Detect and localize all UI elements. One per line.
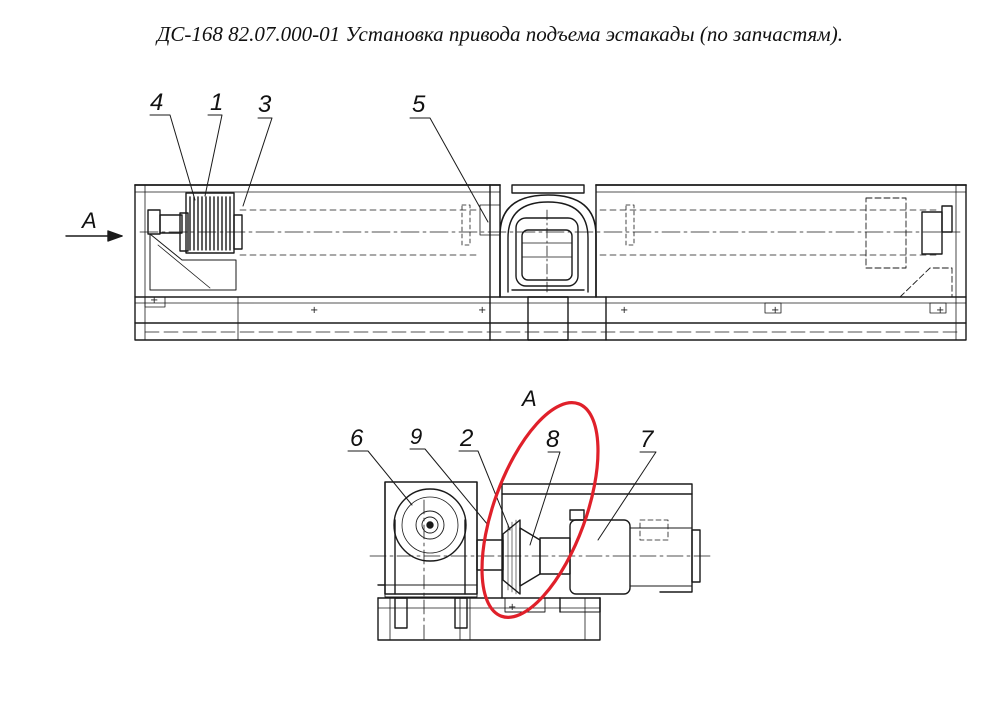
callout-3: 3 <box>258 91 272 118</box>
drawing-title: ДС-168 82.07.000-01 Установка привода по… <box>157 22 843 46</box>
svg-text:+: + <box>310 305 318 316</box>
frame-outline <box>134 184 967 341</box>
coupling-assembly: + <box>476 519 571 613</box>
svg-text:+: + <box>771 305 779 316</box>
view-arrow-label: А <box>80 208 97 233</box>
side-view: + + + + + + <box>65 89 967 341</box>
callout-5: 5 <box>412 91 426 118</box>
gearbox-housing <box>479 184 597 341</box>
callout-4: 4 <box>150 89 163 116</box>
end-bearing <box>865 197 953 298</box>
winch-drum <box>179 192 243 254</box>
winch-housing <box>377 481 478 629</box>
electric-motor <box>501 483 701 613</box>
callout-8: 8 <box>546 426 560 453</box>
svg-text:+: + <box>936 305 944 316</box>
view-a: А <box>347 386 711 641</box>
svg-text:+: + <box>478 305 486 316</box>
svg-text:+: + <box>150 295 158 306</box>
view-a-label: А <box>520 386 537 411</box>
callout-7: 7 <box>640 426 655 453</box>
callout-1: 1 <box>210 89 223 116</box>
svg-text:+: + <box>508 602 516 613</box>
callout-9: 9 <box>410 424 422 449</box>
bearing-support <box>147 209 237 291</box>
highlight-ellipse <box>480 401 600 619</box>
svg-text:+: + <box>620 305 628 316</box>
callout-2: 2 <box>459 425 473 452</box>
callout-6: 6 <box>350 425 364 452</box>
